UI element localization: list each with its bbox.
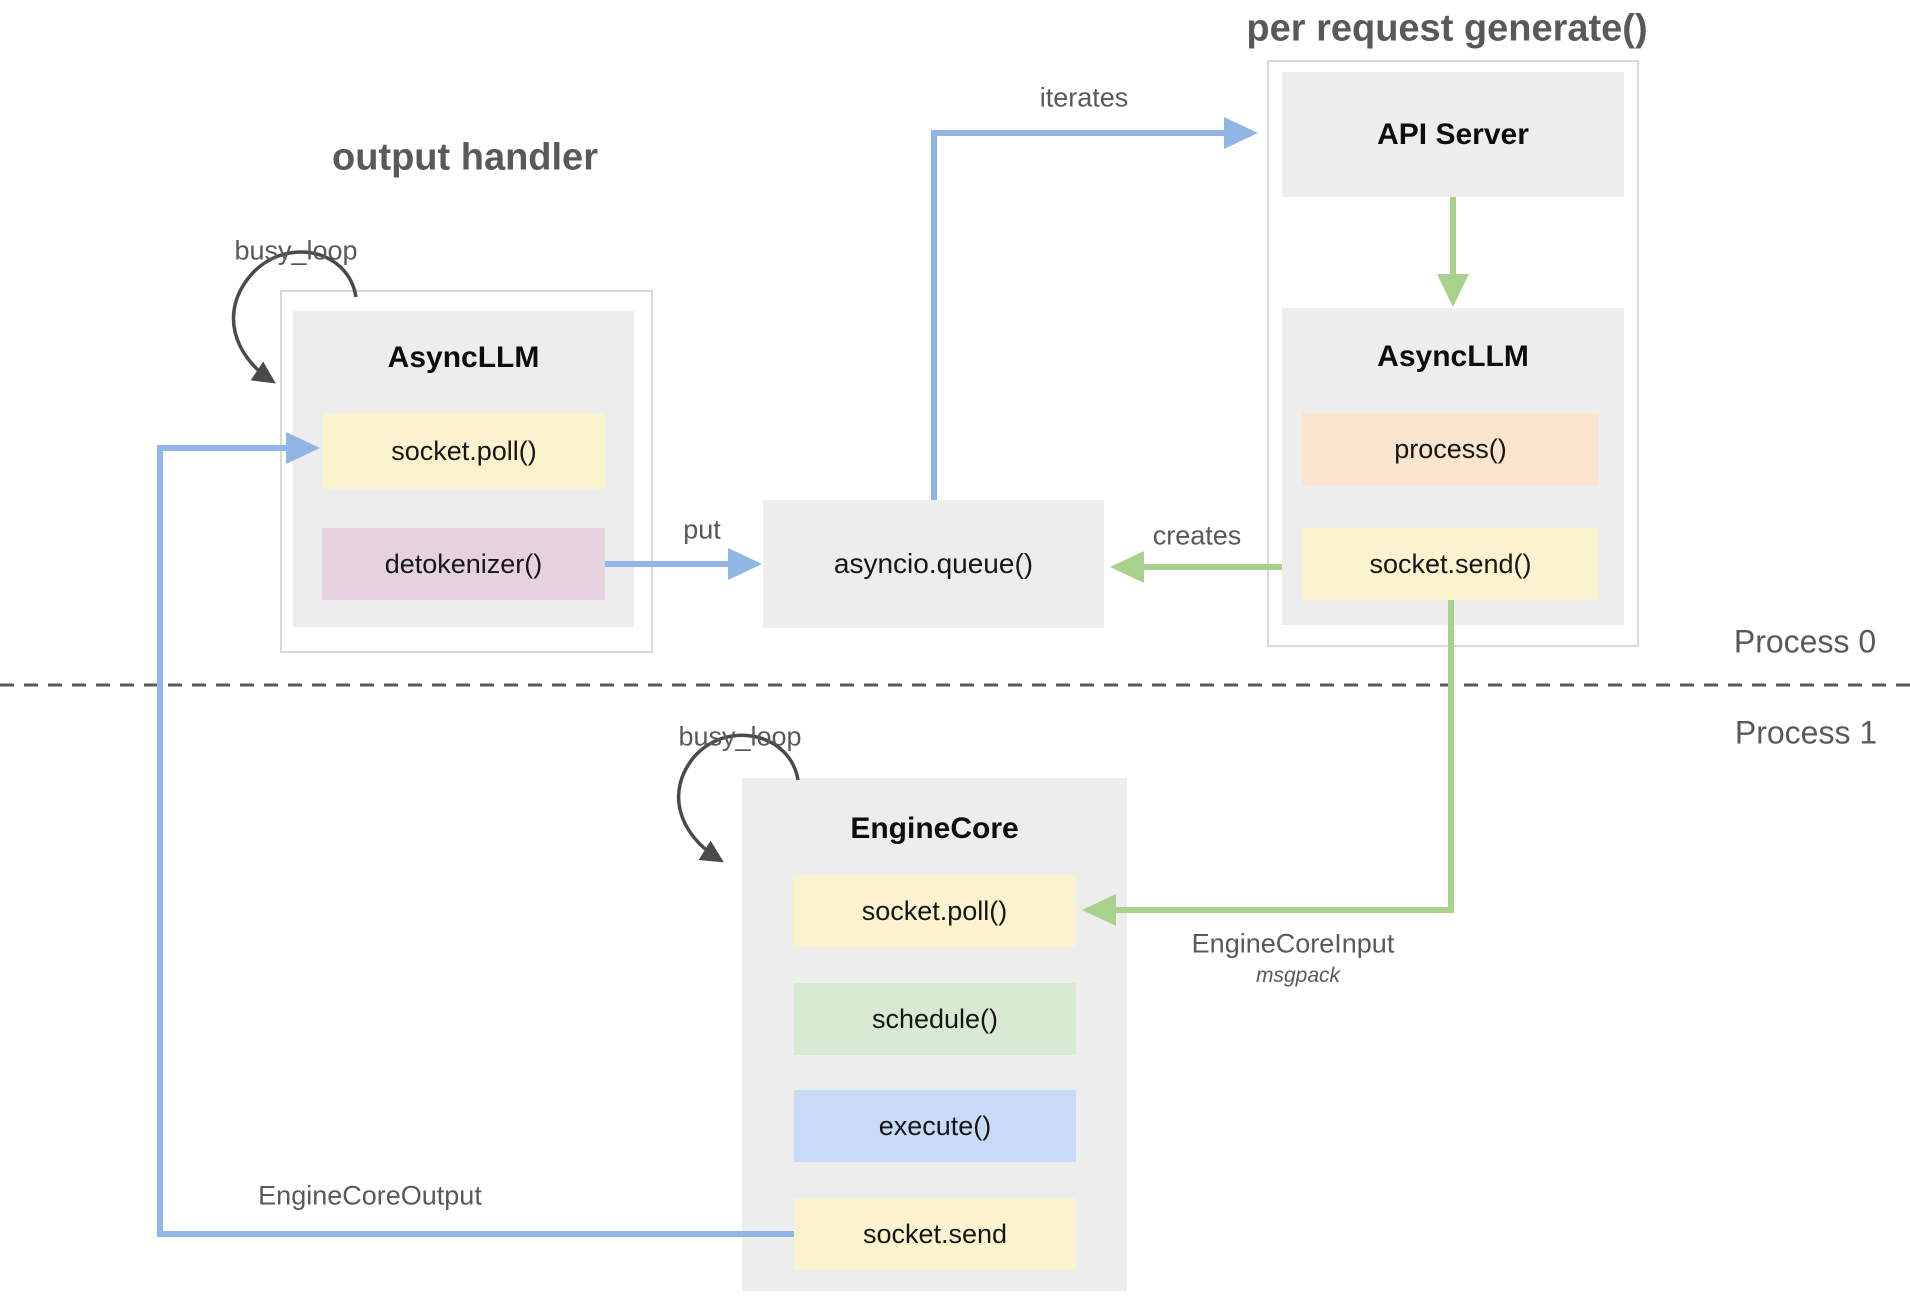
- asyncllm-socket-send-item: socket.send(): [1302, 528, 1599, 600]
- engine-core-schedule-item: schedule(): [794, 983, 1076, 1055]
- asyncllm-output-handler-box-title: AsyncLLM: [387, 341, 540, 374]
- engine-core-socket-poll-item: socket.poll(): [793, 875, 1076, 947]
- asyncio-queue-box: asyncio.queue(): [763, 500, 1104, 628]
- busy-loop-label-output-handler: busy_loop: [234, 235, 358, 266]
- iterates-label: iterates: [1039, 82, 1129, 113]
- engine-core-output-label: EngineCoreOutput: [258, 1180, 482, 1211]
- output-handler-title: output handler: [332, 136, 598, 179]
- asyncllm-process-item: process(): [1302, 413, 1599, 485]
- api-server-box-title: API Server: [1377, 117, 1529, 151]
- busy-loop-label-engine-core: busy_loop: [678, 721, 802, 752]
- engine-core-socket-send-item: socket.send: [794, 1198, 1076, 1270]
- engine-core-execute-item: execute(): [794, 1090, 1076, 1162]
- per-request-generate-title: per request generate(): [1246, 7, 1648, 50]
- iterates-arrow-line: [931, 130, 1224, 500]
- creates-arrowhead-icon: [1110, 551, 1144, 583]
- process-0-label: Process 0: [1733, 623, 1877, 660]
- creates-label: creates: [1152, 520, 1242, 551]
- put-label: put: [683, 514, 721, 545]
- asyncllm-per-request-box-title: AsyncLLM: [1377, 340, 1529, 373]
- engine-core-input-label: EngineCoreInput: [1191, 928, 1395, 959]
- msgpack-label: msgpack: [1255, 964, 1341, 987]
- api-server-box: API Server: [1282, 72, 1624, 197]
- asyncllm-detokenizer-item: detokenizer(): [322, 528, 605, 600]
- asyncllm-socket-poll-item: socket.poll(): [323, 413, 605, 489]
- iterates-arrowhead-icon: [1224, 117, 1258, 149]
- put-arrowhead-icon: [728, 548, 762, 580]
- process-1-label: Process 1: [1734, 714, 1878, 751]
- engine-core-box-title: EngineCore: [850, 812, 1019, 845]
